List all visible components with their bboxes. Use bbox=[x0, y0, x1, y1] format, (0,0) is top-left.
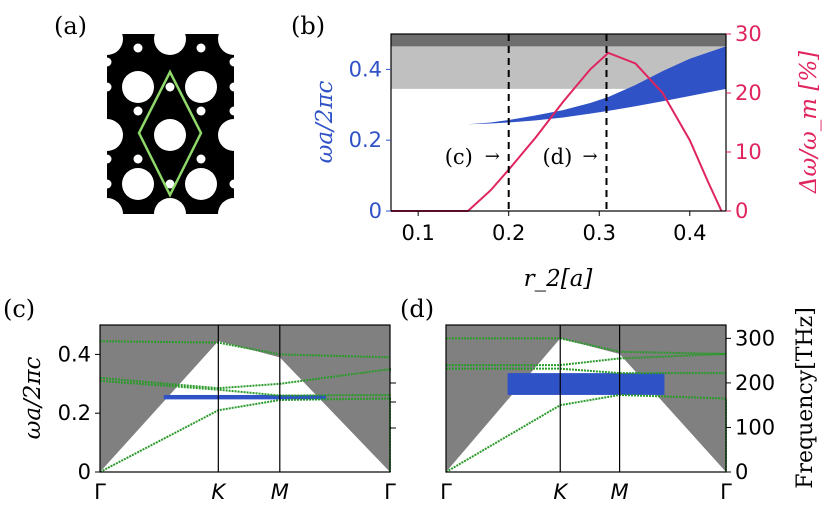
x-tick-label: 0.1 bbox=[401, 221, 434, 245]
large-hole bbox=[91, 198, 123, 230]
small-hole bbox=[165, 179, 175, 189]
band-gap bbox=[163, 394, 327, 400]
y-tick-label: 0 bbox=[78, 460, 91, 484]
panel-a-unit-cell: (a) bbox=[54, 12, 250, 230]
y-left-axis-label: ωa/2πc bbox=[312, 80, 338, 163]
small-hole bbox=[165, 82, 175, 92]
small-hole bbox=[133, 106, 143, 116]
gap-percent-line bbox=[391, 51, 723, 212]
small-hole bbox=[229, 179, 239, 189]
small-hole bbox=[102, 57, 112, 67]
plot-frame bbox=[99, 324, 391, 473]
x-tick-label: Γ bbox=[720, 480, 732, 504]
large-hole bbox=[154, 23, 186, 55]
large-hole bbox=[122, 71, 154, 103]
large-hole bbox=[154, 119, 186, 151]
x-tick-label: 0.4 bbox=[673, 221, 706, 245]
band-gap bbox=[507, 373, 665, 395]
marker-label-d: (d) bbox=[542, 145, 572, 169]
y-tick-label: 0.4 bbox=[58, 342, 91, 366]
light-cone-band-dark bbox=[391, 34, 726, 47]
marker-label-c: (c) bbox=[445, 145, 473, 169]
panel-label-b: (b) bbox=[291, 12, 325, 40]
small-hole bbox=[229, 82, 239, 92]
gap-region bbox=[467, 46, 726, 125]
y-right-tick-label: 30 bbox=[735, 22, 762, 46]
light-cone bbox=[100, 325, 390, 472]
y-tick-label: 0 bbox=[735, 460, 748, 484]
small-hole bbox=[102, 179, 112, 189]
large-hole bbox=[91, 119, 123, 151]
small-hole bbox=[229, 106, 239, 116]
panel-b-gap-map: (b) (c) → (d) → 0.1 0.2 0.3 0.4 0 0.2 0.4 0 10 20 30 r_… bbox=[291, 12, 822, 292]
large-hole bbox=[218, 119, 250, 151]
x-tick-label: Γ bbox=[94, 480, 106, 504]
panel-label-a: (a) bbox=[54, 12, 87, 40]
x-tick-label: 0.3 bbox=[583, 221, 616, 245]
unit-cell-rhombus bbox=[137, 69, 203, 198]
y-right-axis-label: Δω/ω_m [%] bbox=[796, 51, 822, 194]
y-tick-label: 300 bbox=[735, 326, 775, 350]
y-left-tick-label: 0.2 bbox=[349, 128, 382, 152]
marker-arrow-icon: → bbox=[582, 146, 597, 167]
x-tick-label: Γ bbox=[440, 480, 452, 504]
small-hole bbox=[196, 154, 206, 164]
large-hole bbox=[218, 23, 250, 55]
y-left-tick-label: 0 bbox=[369, 199, 382, 223]
small-hole bbox=[196, 43, 206, 53]
light-cone bbox=[446, 325, 726, 472]
small-hole bbox=[133, 154, 143, 164]
x-tick-label: M bbox=[611, 480, 629, 504]
small-hole bbox=[102, 154, 112, 164]
y-axis-label: Frequency[THz] bbox=[793, 307, 818, 489]
y-tick-label: 200 bbox=[735, 371, 775, 395]
large-hole bbox=[122, 168, 154, 200]
y-right-tick-label: 10 bbox=[735, 140, 762, 164]
y-axis-label: ωa/2πc bbox=[20, 356, 46, 439]
plot-frame bbox=[445, 324, 727, 473]
small-hole bbox=[133, 43, 143, 53]
y-tick-label: 0.2 bbox=[58, 401, 91, 425]
large-hole bbox=[185, 168, 217, 200]
small-hole bbox=[102, 82, 112, 92]
y-left-tick-label: 0.4 bbox=[349, 57, 382, 81]
marker-arrow-icon: → bbox=[485, 146, 500, 167]
band-band3 bbox=[446, 352, 727, 367]
large-hole bbox=[218, 198, 250, 230]
large-hole bbox=[91, 23, 123, 55]
x-tick-label: Γ bbox=[384, 480, 396, 504]
x-tick-label: K bbox=[211, 480, 227, 504]
y-tick-label: 100 bbox=[735, 415, 775, 439]
x-tick-label: K bbox=[553, 480, 569, 504]
panel-label-c: (c) bbox=[3, 295, 35, 323]
small-hole bbox=[229, 57, 239, 67]
large-hole bbox=[154, 198, 186, 230]
band-band4 bbox=[446, 337, 727, 355]
plot-frame bbox=[390, 33, 727, 212]
y-right-tick-label: 20 bbox=[735, 81, 762, 105]
x-tick-label: 0.2 bbox=[492, 221, 525, 245]
band-band2 bbox=[446, 367, 726, 375]
y-right-tick-label: 0 bbox=[735, 199, 748, 223]
large-hole bbox=[185, 71, 217, 103]
panel-label-d: (d) bbox=[400, 295, 434, 323]
small-hole bbox=[196, 106, 206, 116]
x-tick-label: M bbox=[271, 480, 289, 504]
air-holes bbox=[91, 23, 250, 230]
x-axis-label: r_2[a] bbox=[524, 266, 593, 292]
